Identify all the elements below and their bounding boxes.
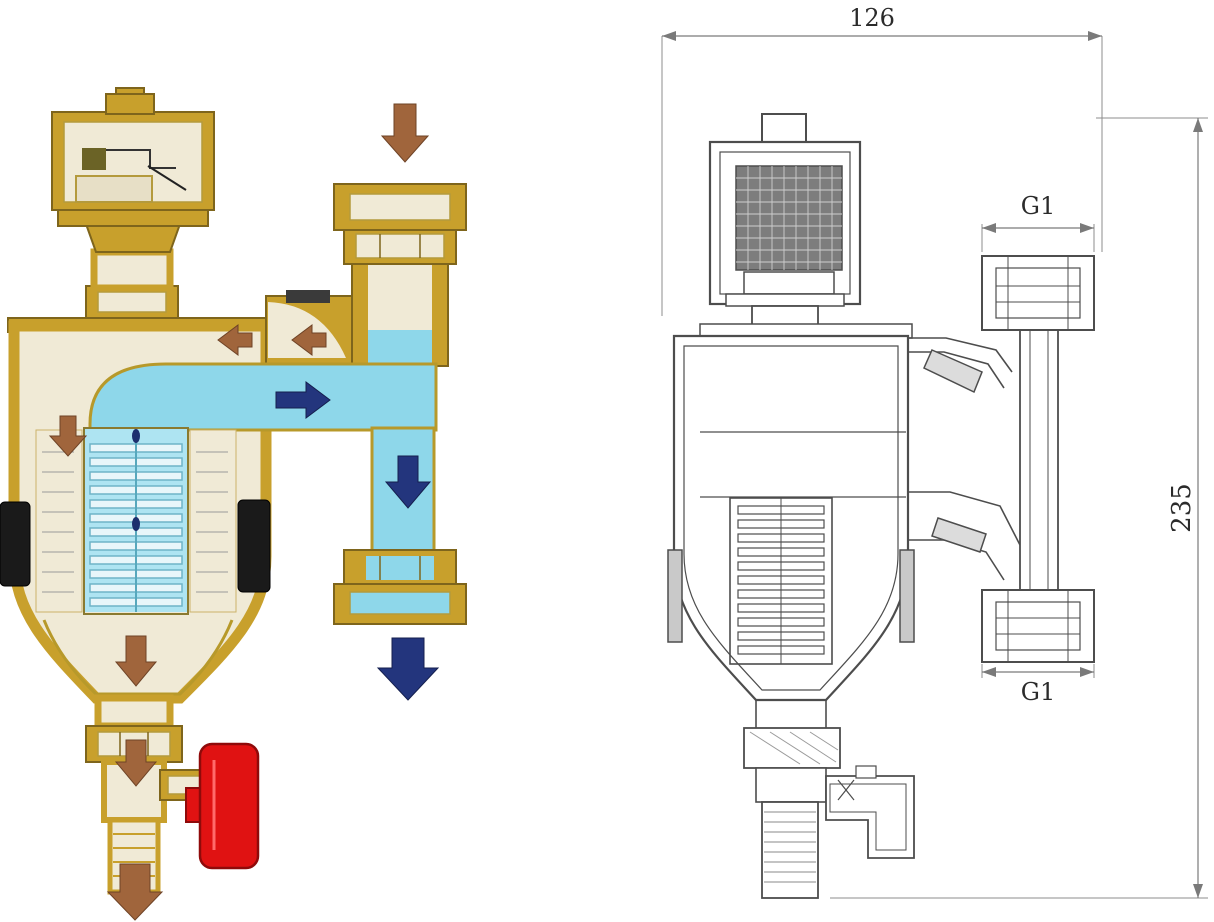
flow-arrows xyxy=(48,103,440,921)
bottom-port-thread-label: G1 xyxy=(1021,678,1055,706)
top-port-thread-label: G1 xyxy=(1021,192,1055,220)
drain-collar xyxy=(94,694,174,730)
scale-tick-lines xyxy=(42,451,228,593)
dwg-lower-union-nut xyxy=(931,517,987,553)
vent-hex-inner xyxy=(97,291,167,313)
dwg-magnet-left xyxy=(667,549,683,643)
drain-assembly xyxy=(85,694,260,895)
drain-discharge-arrow xyxy=(106,863,164,921)
scale-markings-right xyxy=(189,429,237,613)
vent-knob xyxy=(105,93,155,115)
filter-cartridge xyxy=(35,427,237,615)
dwg-drain-stem xyxy=(755,767,827,803)
magnet-left xyxy=(0,501,31,587)
dim-arrow-g1bot-left xyxy=(982,667,996,677)
section-drawing-figure: 126 235 G1 G1 xyxy=(661,4,1208,899)
dwg-drain-valve-body xyxy=(743,727,841,769)
main-flow-arrow xyxy=(275,381,331,419)
separation-arrow xyxy=(48,415,88,457)
dim-arrow-g1top-right xyxy=(1080,223,1094,233)
dim-arrow-g1bot-right xyxy=(1080,667,1094,677)
vent-needle xyxy=(147,165,187,191)
dwg-drain-elbow-boss xyxy=(855,765,877,779)
dirt-settling-arrow-drain xyxy=(114,739,158,787)
dwg-bottom-port xyxy=(981,589,1095,663)
filter-frame xyxy=(83,427,189,615)
dwg-upper-pipe-top xyxy=(908,337,1013,373)
dwg-upper-pipe-bottom xyxy=(908,351,1005,389)
outlet-fitting xyxy=(333,549,467,625)
cutaway-figure xyxy=(0,87,467,921)
dwg-filter xyxy=(729,497,833,665)
vent-float xyxy=(75,175,153,203)
air-vent-assembly xyxy=(51,87,215,319)
dwg-drain xyxy=(743,700,915,899)
magnet-right xyxy=(237,499,271,593)
outlet-flange-bore xyxy=(349,591,451,615)
horizontal-channel xyxy=(88,362,438,432)
dwg-lower-pipe-bottom xyxy=(908,539,1005,581)
inlet-flow-arrow xyxy=(380,103,430,163)
inlet-hex-inner xyxy=(355,233,445,259)
dwg-drain-pipe xyxy=(761,801,819,899)
brand-plate xyxy=(286,290,330,303)
air-bubbles-arrow-2 xyxy=(291,324,327,356)
overall-height-dimension-label: 235 xyxy=(1167,483,1197,533)
air-bubble-marker-2 xyxy=(132,517,140,531)
dim-arrow-g1top-left xyxy=(982,223,996,233)
dwg-top-port xyxy=(981,255,1095,331)
overall-width-dimension-label: 126 xyxy=(849,4,895,32)
dwg-magnet-right xyxy=(899,549,915,643)
dwg-vent-core-hatch xyxy=(735,165,843,271)
air-bubbles-arrow-1 xyxy=(217,324,253,356)
dim-arrow-height-top xyxy=(1193,118,1203,132)
dwg-vent-knob xyxy=(761,113,807,143)
dwg-body xyxy=(667,323,915,702)
vent-neck xyxy=(84,223,182,253)
dwg-body-shell-inner xyxy=(683,345,899,691)
dwg-hatch-lines xyxy=(736,166,842,270)
dwg-top-port-inner xyxy=(995,267,1081,319)
outlet-flow-arrow xyxy=(376,637,440,701)
scale-markings-left xyxy=(35,429,83,613)
vent-collar xyxy=(90,248,174,292)
dwg-upper-union-nut xyxy=(923,349,983,394)
dwg-drain-hatch xyxy=(749,731,839,765)
dim-arrow-height-bottom xyxy=(1193,884,1203,898)
dwg-drain-elbow xyxy=(825,775,915,859)
dwg-lower-pipe-top xyxy=(908,491,1021,546)
funnel-inner-line xyxy=(42,619,234,696)
dwg-top-port-body xyxy=(981,255,1095,331)
dim-arrow-width-right xyxy=(1088,31,1102,41)
magnet-pads xyxy=(0,499,271,593)
outlet-hex-bore xyxy=(366,556,434,580)
drain-valve-red-handle xyxy=(198,742,260,870)
inlet-flange-bore xyxy=(349,193,451,221)
dwg-bottom-port-body xyxy=(981,589,1095,663)
dwg-bottom-port-inner xyxy=(995,601,1081,651)
vent-valve-seat xyxy=(82,148,106,170)
air-bubble-marker xyxy=(132,429,140,443)
inlet-pipe-water xyxy=(368,330,432,364)
dwg-drain-seat-cross-2 xyxy=(837,779,855,801)
dwg-vent-base xyxy=(725,293,845,307)
dim-arrow-width-left xyxy=(662,31,676,41)
dirt-settling-arrow-funnel xyxy=(114,635,158,687)
dwg-drain-elbow-inner xyxy=(829,783,907,851)
dwg-drain-threads xyxy=(764,811,816,883)
vent-lever xyxy=(106,149,176,169)
dwg-right-piping xyxy=(908,255,1095,663)
dwg-air-vent xyxy=(708,113,862,337)
outlet-channel-flow-arrow xyxy=(384,455,432,509)
dimensions: 126 235 G1 G1 xyxy=(661,4,1208,899)
inlet-fitting xyxy=(333,183,467,367)
